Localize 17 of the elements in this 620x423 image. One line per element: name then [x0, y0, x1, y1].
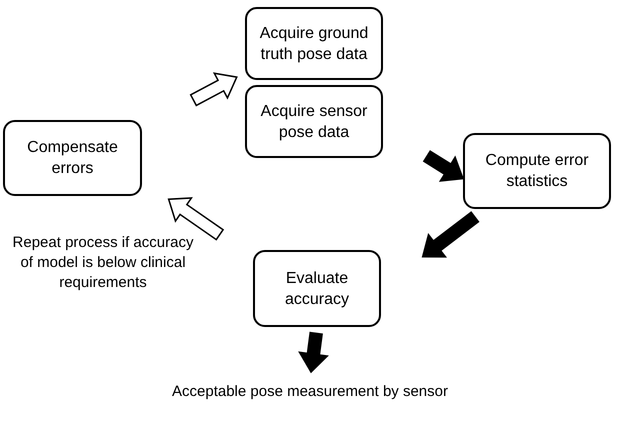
- step-text: Compensate errors: [26, 138, 119, 179]
- process-box: [245, 7, 383, 80]
- block-arrow: [422, 211, 480, 258]
- result-text: Acceptable pose measurement by sensor: [120, 380, 500, 402]
- step-text: Evaluate accuracy: [284, 268, 350, 310]
- step-text: Acquire ground truth pose data: [258, 24, 370, 64]
- step-text: Acquire sensor pose data: [260, 102, 368, 142]
- process-box: [245, 85, 383, 158]
- block-arrow: [190, 72, 238, 106]
- block-arrow: [298, 332, 329, 374]
- step-text: Compute error statistics: [484, 151, 590, 192]
- process-box: [3, 120, 142, 196]
- block-arrow: [168, 197, 224, 241]
- note-text: Repeat process if accuracy of model is below clinical requirements: [12, 233, 194, 293]
- process-box: [463, 133, 611, 209]
- block-arrow: [422, 150, 464, 182]
- process-box: [253, 250, 381, 327]
